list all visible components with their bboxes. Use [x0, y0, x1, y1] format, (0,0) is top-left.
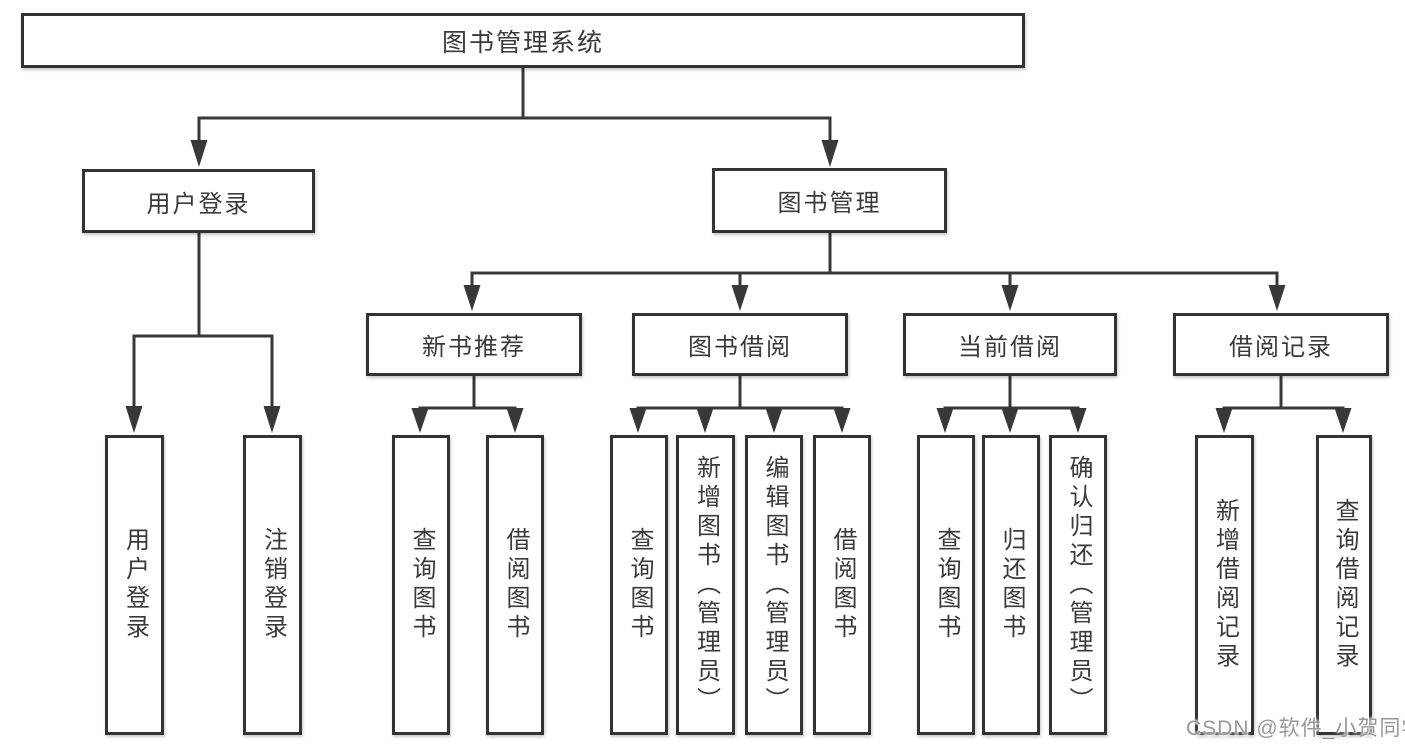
- node-label: 当前借阅: [958, 334, 1062, 361]
- leaf-return-books: 归还图书: [982, 435, 1040, 735]
- arrow-down-icon: [190, 140, 208, 167]
- node-label: 新书推荐: [422, 334, 526, 361]
- leaf-logout: 注销登录: [243, 435, 302, 735]
- node-book-management: 图书管理: [712, 168, 947, 233]
- arrow-down-icon: [1069, 408, 1087, 433]
- node-label: 借阅图书: [502, 527, 529, 643]
- node-root-system: 图书管理系统: [21, 13, 1025, 68]
- arrow-down-icon: [731, 285, 749, 311]
- node-borrowing-records: 借阅记录: [1173, 313, 1389, 376]
- arrow-down-icon: [1215, 408, 1233, 433]
- node-current-borrowing: 当前借阅: [903, 313, 1117, 376]
- arrow-down-icon: [936, 408, 954, 433]
- arrow-down-icon: [629, 408, 647, 433]
- watermark: CSDN @软件_小贺同学: [1186, 717, 1405, 740]
- arrow-down-icon: [1334, 408, 1352, 433]
- connector-line: [1222, 376, 1345, 412]
- node-label: 新增借阅记录: [1211, 498, 1239, 672]
- leaf-confirm-return-admin: 确认归还（管理员）: [1049, 435, 1107, 735]
- connector-line: [418, 376, 517, 412]
- node-label: 查询借阅记录: [1331, 498, 1358, 672]
- arrow-down-icon: [765, 408, 783, 433]
- connector-line: [636, 376, 844, 412]
- node-label: 查询图书: [626, 527, 653, 643]
- node-book-borrowing: 图书借阅: [632, 313, 848, 376]
- leaf-borrow-books-2: 借阅图书: [813, 435, 871, 735]
- leaf-add-books-admin: 新增图书（管理员）: [676, 435, 735, 735]
- node-label: 注销登录: [259, 527, 287, 643]
- node-label: 借阅图书: [829, 527, 856, 643]
- leaf-user-login: 用户登录: [105, 435, 164, 735]
- arrow-down-icon: [1001, 285, 1019, 311]
- node-label: 归还图书: [998, 527, 1025, 643]
- node-label: 编辑图书（管理员）: [761, 454, 788, 716]
- connector-line: [132, 233, 274, 409]
- arrow-down-icon: [463, 285, 481, 311]
- connector-line: [197, 68, 832, 144]
- arrow-down-icon: [411, 408, 429, 433]
- arrow-down-icon: [833, 408, 851, 433]
- node-label: 新增图书（管理员）: [692, 454, 720, 716]
- arrow-down-icon: [263, 406, 281, 433]
- node-label: 查询图书: [933, 527, 960, 643]
- leaf-search-books-1: 查询图书: [392, 435, 450, 735]
- arrow-down-icon: [506, 408, 524, 433]
- leaf-search-books-2: 查询图书: [610, 435, 668, 735]
- arrow-down-icon: [1268, 285, 1286, 311]
- leaf-borrow-books-1: 借阅图书: [486, 435, 544, 735]
- connector-line: [943, 376, 1080, 412]
- leaf-search-borrow-record: 查询借阅记录: [1316, 435, 1372, 735]
- leaf-edit-books-admin: 编辑图书（管理员）: [745, 435, 803, 735]
- node-label: 图书借阅: [688, 334, 792, 361]
- node-label: 用户登录: [121, 527, 149, 643]
- node-label: 确认归还（管理员）: [1065, 454, 1092, 716]
- node-label: 用户登录: [146, 190, 251, 218]
- connector-line: [470, 233, 1279, 288]
- node-label: 借阅记录: [1229, 334, 1333, 361]
- leaf-add-borrow-record: 新增借阅记录: [1195, 435, 1254, 735]
- node-label: 图书管理系统: [441, 28, 604, 57]
- arrow-down-icon: [696, 408, 714, 433]
- node-label: 查询图书: [408, 527, 435, 643]
- arrow-down-icon: [821, 140, 839, 167]
- node-label: 图书管理: [777, 190, 882, 217]
- leaf-search-books-3: 查询图书: [917, 435, 975, 735]
- node-user-login: 用户登录: [82, 169, 315, 233]
- arrow-down-icon: [1001, 408, 1019, 433]
- arrow-down-icon: [125, 406, 143, 433]
- node-new-book-recommend: 新书推荐: [366, 313, 582, 376]
